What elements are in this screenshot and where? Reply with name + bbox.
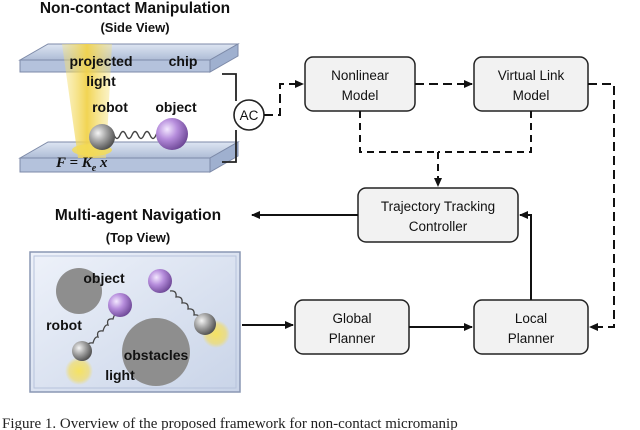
- object-sphere-side: [156, 118, 188, 150]
- trajectory-controller-block: Trajectory Tracking Controller: [357, 187, 519, 243]
- nonlinear-model-block: Nonlinear Model: [304, 56, 416, 112]
- label-object-top: object: [83, 270, 125, 286]
- label-obstacles-top: obstacles: [124, 347, 189, 363]
- object-sphere-top-left: [108, 293, 132, 317]
- object-sphere-top-right: [148, 269, 172, 293]
- ac-source-wiring: [222, 73, 237, 163]
- robot-sphere-top-right: [194, 313, 216, 335]
- force-equation: F = Ke x: [55, 155, 108, 174]
- figure-caption: Figure 1. Overview of the proposed frame…: [2, 416, 458, 430]
- global-planner-block: Global Planner: [294, 299, 410, 355]
- label-light: light: [86, 73, 116, 89]
- obstacle-small: [56, 268, 102, 314]
- label-robot-side: robot: [92, 99, 128, 115]
- merge-line-nonlinear: [359, 111, 438, 153]
- arrow-ac-to-nonlinear: [264, 80, 304, 116]
- flow-arrows: [242, 80, 615, 331]
- label-projected: projected: [69, 53, 132, 69]
- global-planner-line2: Planner: [329, 331, 376, 346]
- ac-source-label: AC: [240, 108, 259, 123]
- force-eq-lhs: F = K: [55, 155, 93, 171]
- top-view-subtitle: (Top View): [106, 230, 171, 245]
- merge-line-virtuallink: [438, 111, 532, 153]
- robot-sphere-top-left: [72, 341, 92, 361]
- side-view-subtitle: (Side View): [100, 20, 169, 35]
- label-robot-top: robot: [46, 317, 82, 333]
- nonlinear-model-line1: Nonlinear: [331, 68, 389, 83]
- local-planner-line1: Local: [515, 311, 547, 326]
- virtual-link-model-line2: Model: [513, 88, 550, 103]
- obstacle-large: [122, 318, 190, 386]
- top-spring-right: [169, 290, 201, 322]
- force-eq-rhs: x: [96, 155, 108, 171]
- virtual-link-model-line1: Virtual Link: [498, 68, 565, 83]
- trajectory-controller-line2: Controller: [409, 219, 468, 234]
- nonlinear-model-line2: Model: [342, 88, 379, 103]
- local-planner-block: Local Planner: [473, 299, 589, 355]
- arrow-virtuallink-to-localplanner: [588, 83, 615, 331]
- virtual-link-model-block: Virtual Link Model: [473, 56, 589, 112]
- side-spring: [107, 130, 163, 140]
- chip-lower-plate: [18, 141, 240, 173]
- force-eq-sub: e: [92, 163, 97, 174]
- side-view-title: Non-contact Manipulation: [40, 0, 230, 17]
- label-chip: chip: [169, 53, 198, 69]
- label-object-side: object: [155, 99, 197, 115]
- global-planner-line1: Global: [332, 311, 371, 326]
- arrow-local-to-controller: [519, 211, 532, 300]
- trajectory-controller-line1: Trajectory Tracking: [381, 199, 495, 214]
- light-spot-left: [65, 357, 93, 385]
- local-planner-line2: Planner: [508, 331, 555, 346]
- label-light-top: light: [105, 367, 135, 383]
- top-view-title: Multi-agent Navigation: [55, 207, 221, 224]
- robot-sphere-side: [89, 124, 115, 150]
